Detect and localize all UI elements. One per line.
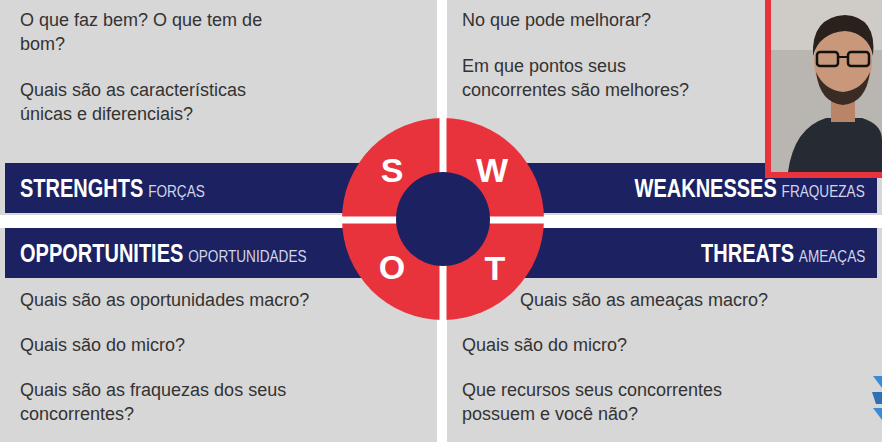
strengths-band: STRENGHTSFORÇAS [5,163,338,213]
opportunities-band: OPPORTUNITIESOPORTUNIDADES [5,228,338,278]
guiding-question: Quais são as características únicas e di… [20,78,285,126]
guiding-question: Quais são do micro? [20,333,340,357]
quadrant-heading: THREATS [701,239,794,268]
wheel-letter-holder: O [370,245,414,289]
wheel-letter: S [381,151,404,189]
quadrant-subtitle: OPORTUNIDADES [188,247,306,267]
photo-glasses [817,52,838,66]
guiding-question: Quais são as ameaças macro? [520,288,772,312]
band-title: WEAKNESSESFRAQUEZAS [635,174,865,203]
logo-shape [872,392,882,404]
quadrant-heading: STRENGHTS [20,174,143,203]
guiding-question: Quais são as oportunidades macro? [20,288,340,312]
logo-shape [873,408,882,420]
wheel-letter-holder: S [370,148,414,192]
logo-shape [873,376,882,388]
guiding-question: Quais são as fraquezas dos seus concorre… [20,378,340,426]
threats-band: THREATSAMEAÇAS [548,228,877,278]
wheel-letter-holder: T [473,246,517,290]
quadrant-subtitle: FRAQUEZAS [782,182,865,202]
quadrant-heading: WEAKNESSES [635,174,777,203]
photo-shirt [788,118,882,172]
swot-wheel [338,114,548,324]
wheel-letter: W [476,151,508,189]
strengths-questions: O que faz bem? O que tem de bom? Quais sã… [0,0,437,160]
quadrant-heading: OPPORTUNITIES [20,239,183,268]
guiding-question: Que recursos seus concorrentes possuem e… [462,378,772,426]
guiding-question: No que pode melhorar? [462,8,727,32]
photo-wall [771,0,882,172]
wheel-letter: T [485,249,506,287]
photo-glasses [848,52,869,66]
band-title: STRENGHTSFORÇAS [20,174,205,203]
photo-frame [765,0,882,178]
weaknesses-band: WEAKNESSESFRAQUEZAS [548,163,877,213]
photo-glasses [838,56,848,58]
weaknesses-questions: No que pode melhorar? Em que pontos seus … [447,0,757,160]
wheel-letter: O [379,248,405,286]
opportunities-questions: Quais são as oportunidades macro? Quais s… [0,280,437,442]
photo-beard [816,72,870,105]
threats-questions: Quais são as ameaças macro? Quais são do … [447,280,882,442]
band-title: OPPORTUNITIESOPORTUNIDADES [20,239,307,268]
wheel-letter-holder: W [470,148,514,192]
quadrant-subtitle: FORÇAS [148,182,205,202]
channel-logo [872,376,882,420]
guiding-question: Em que pontos seus concorrentes são melh… [462,54,727,102]
guiding-question: Quais são do micro? [462,333,772,357]
wheel-hub [396,172,490,266]
presenter-photo [765,0,882,178]
guiding-question: O que faz bem? O que tem de bom? [20,8,285,56]
band-title: THREATSAMEAÇAS [701,239,865,268]
photo-hair [813,15,874,56]
quadrant-subtitle: AMEAÇAS [798,247,865,267]
